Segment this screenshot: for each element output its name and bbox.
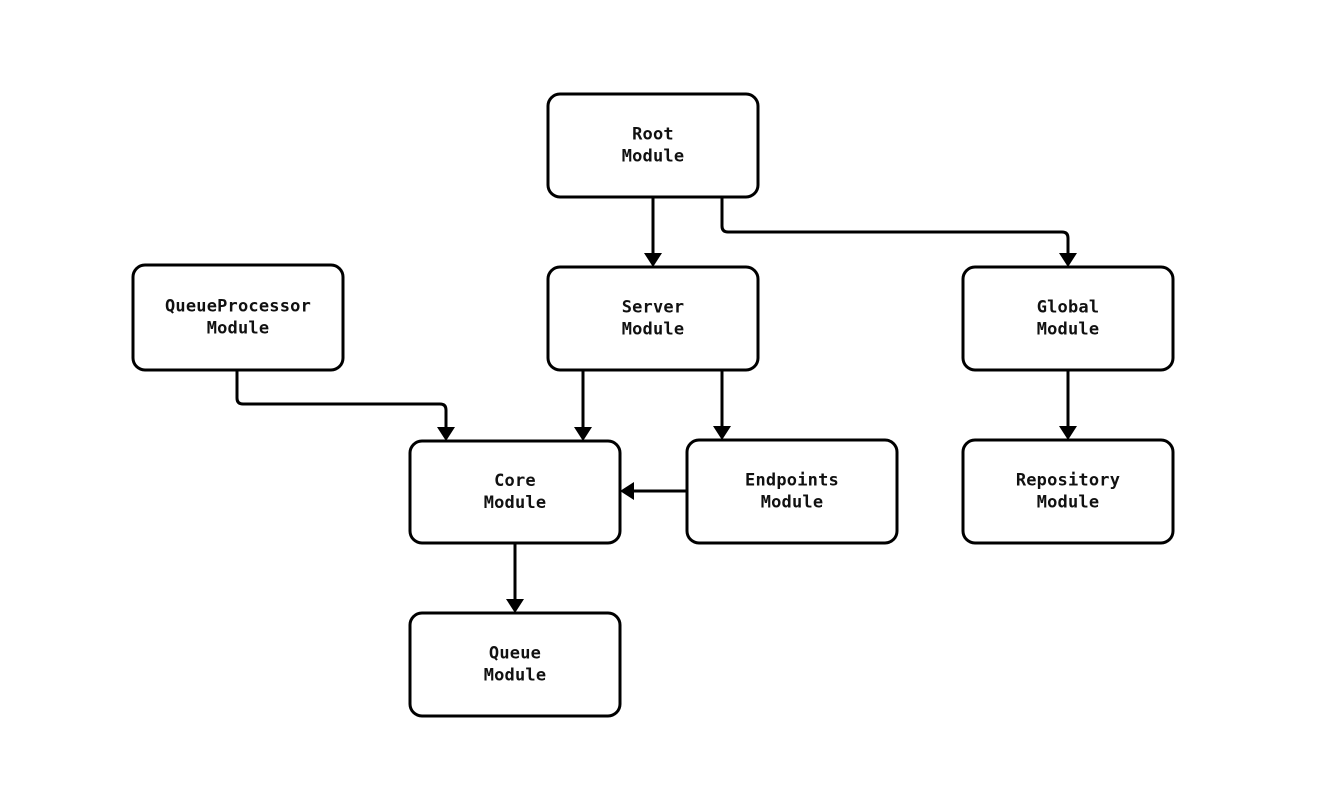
- node-label-global-line2: Module: [1037, 320, 1100, 340]
- node-label-server-line2: Module: [622, 320, 685, 340]
- arrowheads-layer: [437, 253, 1077, 613]
- arrowhead-icon-head-server-core: [574, 427, 592, 441]
- arrowhead-icon-head-global-repository: [1059, 426, 1077, 440]
- arrowhead-icon-head-endpoints-core: [620, 482, 634, 500]
- node-label-server-line1: Server: [622, 298, 685, 318]
- node-box-queueprocessor[interactable]: [131, 263, 345, 372]
- node-label-endpoints-line1: Endpoints: [745, 471, 839, 491]
- node-box-repository[interactable]: [961, 438, 1175, 545]
- arrowhead-icon-head-server-endpoints: [713, 426, 731, 440]
- nodes-layer: RootModuleQueueProcessorModuleServerModu…: [131, 92, 1175, 718]
- arrowhead-icon-head-root-server: [644, 253, 662, 267]
- node-label-queue-line2: Module: [484, 666, 547, 686]
- node-label-queue-line1: Queue: [489, 644, 541, 664]
- edge-root-to-global: [720, 197, 1070, 253]
- node-label-root-line1: Root: [632, 125, 674, 145]
- edges-layer: [235, 197, 1070, 599]
- node-label-repository-line1: Repository: [1016, 471, 1120, 491]
- node-label-core-line1: Core: [494, 471, 536, 491]
- node-label-queueprocessor-line2: Module: [207, 319, 270, 339]
- node-label-root-line2: Module: [622, 147, 685, 167]
- edge-queueprocessor-to-core: [235, 370, 448, 427]
- node-box-server[interactable]: [546, 265, 760, 372]
- node-label-endpoints-line2: Module: [761, 493, 824, 513]
- arrowhead-icon-head-qp-core: [437, 427, 455, 441]
- node-box-endpoints[interactable]: [685, 438, 899, 545]
- node-box-core[interactable]: [408, 439, 622, 545]
- node-box-root[interactable]: [546, 92, 760, 199]
- node-label-core-line2: Module: [484, 493, 547, 513]
- arrowhead-icon-head-core-queue: [506, 599, 524, 613]
- node-box-queue[interactable]: [408, 611, 622, 718]
- node-box-global[interactable]: [961, 265, 1175, 372]
- node-label-queueprocessor-line1: QueueProcessor: [165, 297, 311, 317]
- arrowhead-icon-head-root-global: [1059, 253, 1077, 267]
- node-label-global-line1: Global: [1037, 298, 1100, 318]
- node-label-repository-line2: Module: [1037, 493, 1100, 513]
